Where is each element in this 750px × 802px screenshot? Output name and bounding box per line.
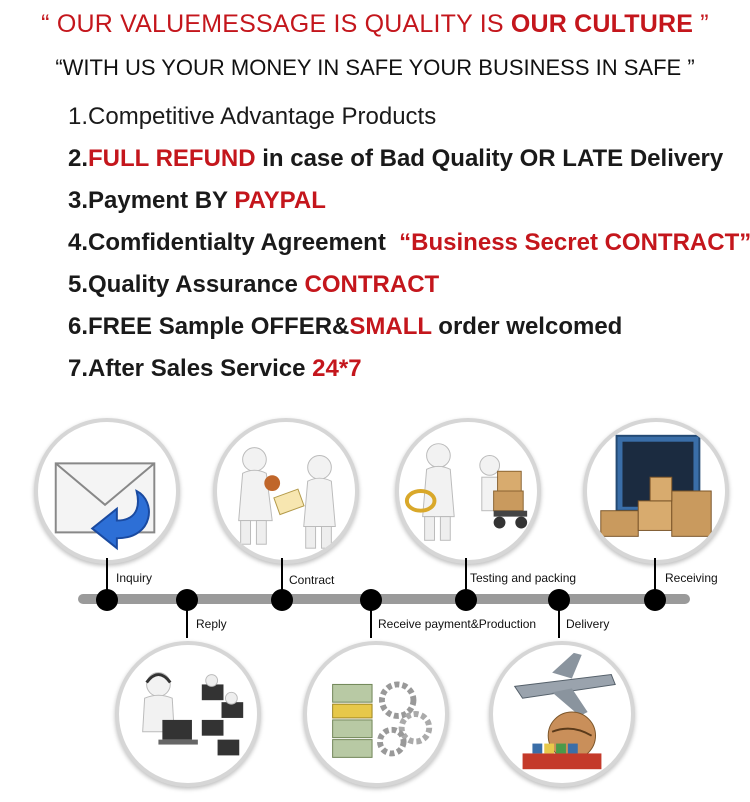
tick-inquiry (106, 558, 108, 594)
dot-receiving (644, 589, 666, 611)
list-item-text: in case of Bad Quality OR LATE Delivery (255, 145, 724, 172)
list-item: 6.FREE Sample OFFER&SMALL order welcomed (68, 306, 750, 348)
dot-contract (271, 589, 293, 611)
header-culture-part1: “ OUR VALUEMESSAGE IS QUALITY IS (41, 10, 511, 38)
handshake-contract-icon (213, 418, 359, 564)
list-item: 2.FULL REFUND in case of Bad Quality OR … (68, 138, 750, 180)
envelope-reply-icon (34, 418, 180, 564)
tick-payment (370, 604, 372, 638)
list-item-highlight: 24*7 (312, 355, 362, 382)
label-receiving: Receiving (665, 571, 718, 585)
list-item-highlight: CONTRACT (304, 271, 440, 298)
tick-reply (186, 604, 188, 638)
container-boxes-icon (583, 418, 729, 564)
list-item-highlight: “Business Secret CONTRACT” (399, 229, 750, 256)
tick-testing (465, 558, 467, 594)
advantages-list: 1.Competitive Advantage Products 2.FULL … (68, 96, 750, 390)
header-culture-bold: OUR CULTURE (510, 10, 694, 38)
list-item-highlight: FULL REFUND (88, 145, 256, 172)
list-item-text: 1.Competitive Advantage Products (68, 103, 437, 130)
dot-testing (455, 589, 477, 611)
list-item-text: 6.FREE Sample OFFER& (68, 313, 350, 340)
tick-receiving (654, 558, 656, 594)
label-reply: Reply (196, 617, 227, 631)
label-receive-payment: Receive payment&Production (378, 617, 537, 631)
header-safe: “WITH US YOUR MONEY IN SAFE YOUR BUSINES… (55, 55, 695, 80)
dot-payment (360, 589, 382, 611)
header-culture-end: ” (693, 10, 709, 38)
label-inquiry: Inquiry (116, 571, 153, 585)
list-item: 3.Payment BY PAYPAL (68, 180, 750, 222)
list-item-text: order welcomed (431, 313, 623, 340)
dot-reply (176, 589, 198, 611)
list-item-text: 5.Quality Assurance (68, 271, 305, 298)
list-item-highlight: SMALL (349, 313, 432, 340)
list-item: 4.Comfidentialty Agreement “Business Sec… (68, 222, 750, 264)
label-contract: Contract (289, 573, 335, 587)
call-center-icon (115, 641, 261, 787)
list-item: 1.Competitive Advantage Products (68, 96, 750, 138)
list-item-text: 3.Payment BY (68, 187, 235, 214)
label-delivery: Delivery (566, 617, 610, 631)
dot-inquiry (96, 589, 118, 611)
dot-delivery (548, 589, 570, 611)
process-timeline (78, 594, 690, 604)
tick-contract (281, 558, 283, 594)
magnifier-inspection-icon (395, 418, 541, 564)
label-testing: Testing and packing (470, 571, 577, 585)
list-item-text: 4.Comfidentialty Agreement (68, 229, 400, 256)
header-culture: “ OUR VALUEMESSAGE IS QUALITY IS OUR CUL… (0, 10, 750, 39)
tick-delivery (558, 604, 560, 638)
money-gears-icon (303, 641, 449, 787)
list-item: 5.Quality Assurance CONTRACT (68, 264, 750, 306)
list-item-highlight: PAYPAL (234, 187, 326, 214)
airplane-globe-ship-icon (489, 641, 635, 787)
list-item-text: 7.After Sales Service (68, 355, 313, 382)
list-item: 7.After Sales Service 24*7 (68, 348, 750, 390)
list-item-num: 2. (68, 145, 89, 172)
